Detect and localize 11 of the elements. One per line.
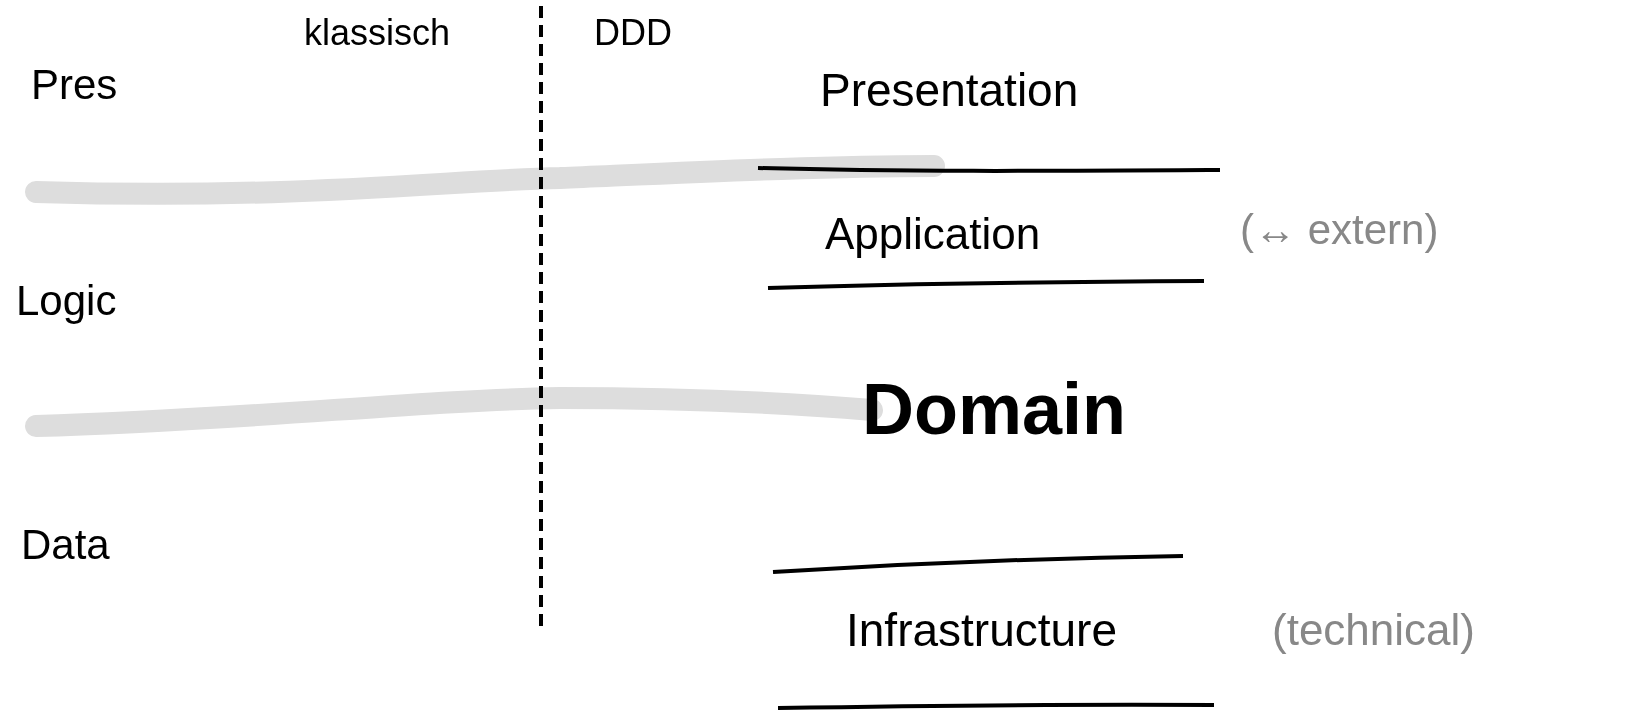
layer-label: Domain: [862, 370, 1127, 450]
layer-label: Presentation: [820, 64, 1079, 116]
layer-label: Infrastructure: [846, 604, 1117, 656]
layer-label: Data: [21, 521, 110, 569]
layer-label: Pres: [31, 61, 118, 109]
layer-label: Logic: [16, 277, 117, 325]
layer-label: Application: [825, 209, 1041, 259]
layer-note: (↔ extern): [1240, 206, 1439, 254]
column-heading: klassisch: [304, 13, 451, 53]
column-heading: DDD: [594, 13, 672, 53]
layer-note: (technical): [1272, 605, 1475, 655]
